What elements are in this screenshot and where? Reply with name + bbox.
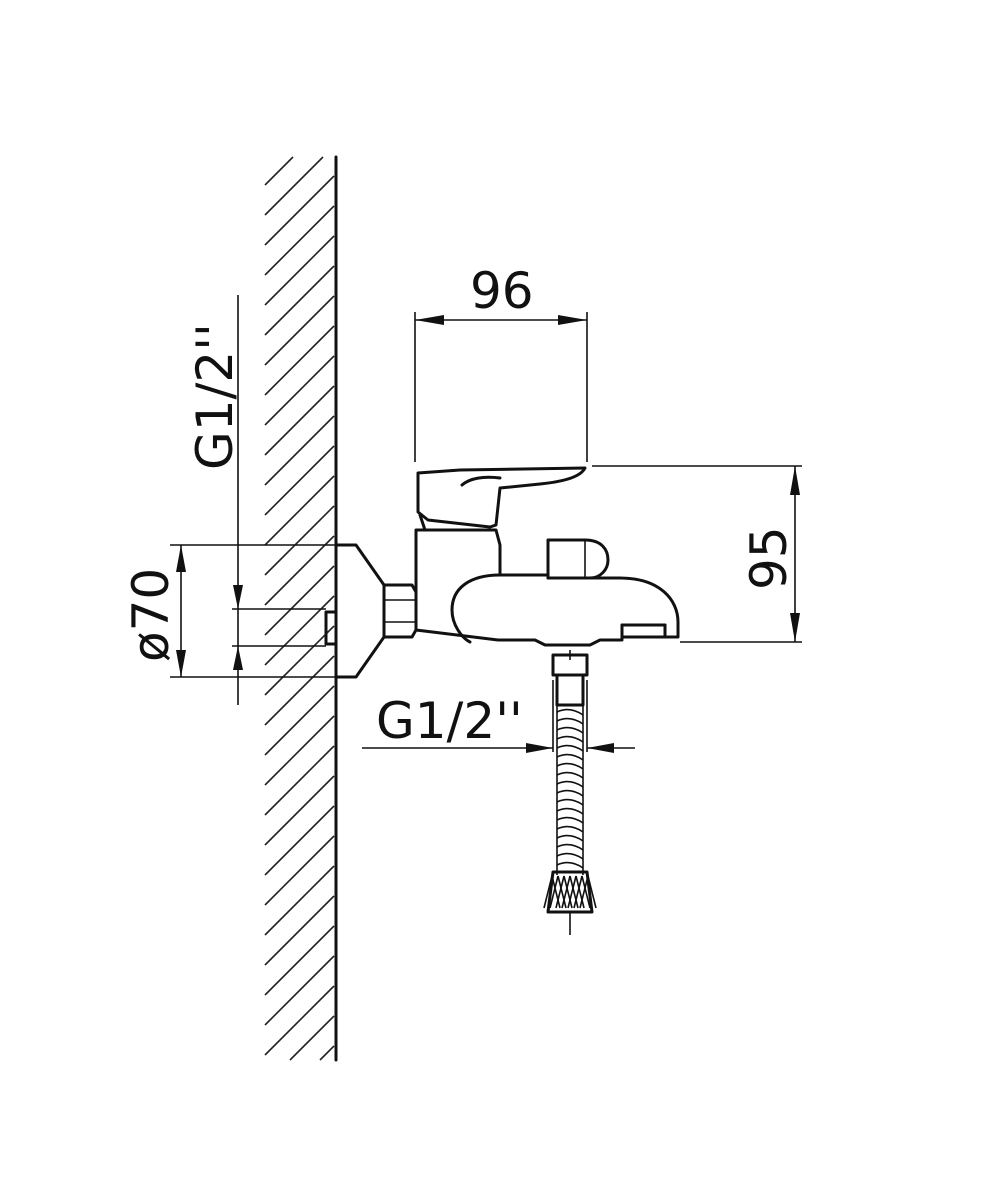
width-dimension: 96 — [414, 262, 588, 462]
hatch-line — [264, 415, 335, 486]
hex-connector — [382, 583, 418, 639]
hatch-line — [264, 505, 335, 576]
hose-coil — [556, 789, 584, 797]
hatch-line — [264, 295, 335, 366]
hose-coil — [556, 771, 584, 779]
wall-thread-label: G1/2'' — [186, 323, 244, 470]
hatch-line — [264, 895, 335, 966]
hose-coil — [556, 852, 584, 860]
hose-coil — [556, 744, 584, 752]
hatch-line — [264, 475, 335, 546]
hatch-line — [264, 205, 335, 276]
flange-diameter-label: ø70 — [122, 568, 180, 662]
knurl-line — [581, 875, 591, 909]
width-label: 96 — [470, 262, 534, 320]
hose-coil — [556, 834, 584, 842]
hose-coil — [556, 798, 584, 806]
knurl-line — [573, 875, 583, 909]
hatch-line — [264, 925, 335, 996]
knurl-line — [549, 875, 559, 909]
knurl-line — [555, 875, 565, 909]
knurl-line — [557, 875, 567, 909]
hose-coil — [556, 843, 584, 851]
hose-coil — [556, 708, 584, 716]
lever-handle — [416, 466, 587, 532]
hatch-line — [264, 745, 335, 816]
hatch-line — [264, 175, 335, 246]
hatch-line — [264, 325, 335, 396]
outlet-thread-dimension: G1/2'' — [362, 680, 635, 753]
hose-coil — [556, 861, 584, 869]
hose-coil — [556, 780, 584, 788]
mixer-body — [414, 528, 680, 647]
knurl-line — [579, 875, 589, 909]
hatch-line — [264, 235, 335, 306]
knurl-line — [543, 875, 553, 909]
knurl-line — [561, 875, 571, 909]
hose-coil — [556, 762, 584, 770]
hose-coil — [556, 807, 584, 815]
hatch-line — [289, 1015, 335, 1061]
hatch-line — [264, 156, 324, 216]
knurl-line — [567, 875, 577, 909]
knurl-line — [575, 875, 585, 909]
hose-coil — [556, 726, 584, 734]
hatch-line — [264, 715, 335, 786]
hatch-line — [264, 595, 335, 666]
hatch-line — [264, 805, 335, 876]
knurl-line — [563, 875, 573, 909]
hatch-line — [264, 265, 335, 336]
wall-thread-dimension: G1/2'' — [186, 295, 326, 705]
hose-coil — [556, 816, 584, 824]
hose-coil — [556, 717, 584, 725]
hose-coil — [556, 825, 584, 833]
wall-hatching — [264, 156, 335, 1061]
outlet-thread-label: G1/2'' — [376, 692, 523, 750]
hatch-line — [264, 156, 294, 186]
knurl-line — [587, 875, 597, 909]
shower-hose — [543, 650, 597, 935]
hatch-line — [264, 955, 335, 1026]
hatch-line — [264, 835, 335, 906]
hose-coil — [556, 735, 584, 743]
hose-coil — [556, 753, 584, 761]
hatch-line — [264, 535, 335, 606]
hatch-line — [264, 445, 335, 516]
knurl-line — [551, 875, 561, 909]
hatch-line — [264, 985, 335, 1056]
height-label: 95 — [740, 526, 798, 590]
hatch-line — [264, 355, 335, 426]
hatch-line — [264, 385, 335, 456]
hatch-line — [264, 865, 335, 936]
hatch-line — [319, 1045, 335, 1061]
knurl-line — [569, 875, 579, 909]
hatch-line — [264, 655, 335, 726]
height-dimension: 95 — [592, 465, 802, 643]
flange-diameter-dimension: ø70 — [122, 544, 336, 678]
hatch-line — [264, 775, 335, 846]
hatch-line — [264, 565, 335, 636]
hatch-line — [264, 625, 335, 696]
hatch-line — [264, 685, 335, 756]
